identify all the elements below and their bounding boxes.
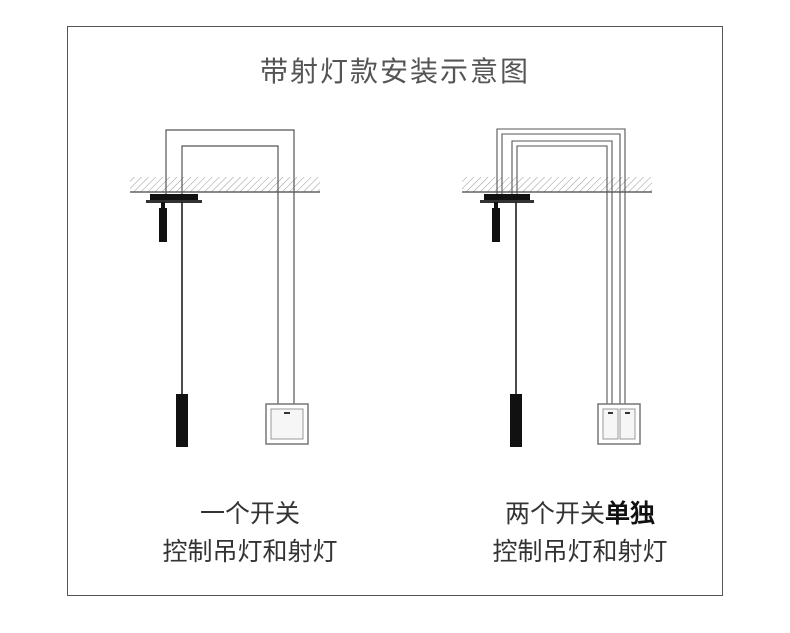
left-wire-inner xyxy=(181,145,279,404)
right-wire-3 xyxy=(511,140,613,404)
left-switch-rocker xyxy=(270,408,304,440)
right-ceiling-hatch xyxy=(462,177,652,192)
right-switch-rocker-right xyxy=(619,408,636,440)
right-caption: 两个开关单独 控制吊灯和射灯 xyxy=(430,495,730,571)
left-mount-base xyxy=(146,200,202,203)
left-caption: 一个开关 控制吊灯和射灯 xyxy=(100,495,400,571)
right-caption-line2: 控制吊灯和射灯 xyxy=(492,537,668,566)
left-wire-outer xyxy=(165,129,295,404)
left-caption-line2: 控制吊灯和射灯 xyxy=(162,537,338,566)
left-pendant-lamp xyxy=(176,394,188,447)
right-scene xyxy=(462,128,652,447)
right-caption-bold: 单独 xyxy=(605,499,656,528)
right-pendant-lamp xyxy=(510,394,522,447)
right-caption-normal: 两个开关 xyxy=(504,499,605,528)
left-caption-line1: 一个开关 xyxy=(199,499,300,528)
right-caption-line1: 两个开关单独 xyxy=(430,495,730,533)
right-ceiling-mount xyxy=(484,194,530,201)
right-wire-2 xyxy=(501,133,621,404)
left-ceiling-mount xyxy=(150,194,198,201)
right-wire-4 xyxy=(516,145,608,404)
left-scene xyxy=(130,129,320,447)
left-spotlight xyxy=(159,208,167,242)
right-spotlight-stem xyxy=(494,202,498,210)
right-switch-rocker-left xyxy=(602,408,619,440)
right-wire-1 xyxy=(496,128,626,404)
left-ceiling-hatch xyxy=(130,177,320,192)
right-switch-indicator-right xyxy=(625,412,630,414)
right-mount-base xyxy=(480,200,534,203)
right-switch-indicator-left xyxy=(608,412,613,414)
diagram-title: 带射灯款安装示意图 xyxy=(259,55,530,88)
left-switch-indicator xyxy=(284,412,290,414)
right-spotlight xyxy=(492,208,500,242)
diagram-frame xyxy=(67,26,723,596)
left-spotlight-stem xyxy=(161,202,165,210)
